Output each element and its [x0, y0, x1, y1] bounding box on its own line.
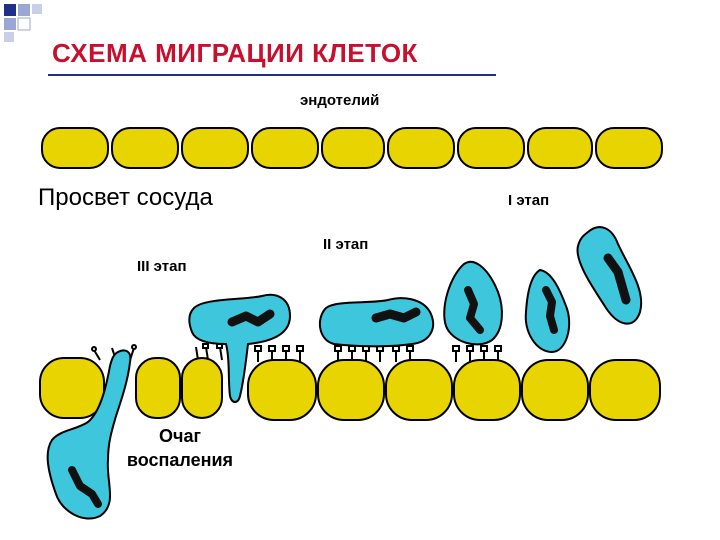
- title-underline: [48, 74, 496, 76]
- nucleus: [68, 466, 102, 508]
- leukocyte-stage1-a: [576, 226, 643, 325]
- endothelial-cell: [457, 127, 525, 169]
- endothelial-cell: [321, 127, 385, 169]
- endothelial-cell: [317, 359, 385, 421]
- endothelial-cell: [135, 357, 181, 419]
- label-stage-3: III этап: [137, 258, 187, 275]
- endothelial-cell: [589, 359, 661, 421]
- endothelial-cell: [453, 359, 521, 421]
- nucleus: [371, 307, 421, 323]
- endothelial-cell: [527, 127, 593, 169]
- nucleus: [542, 286, 558, 334]
- page-title: СХЕМА МИГРАЦИИ КЛЕТОК: [52, 38, 418, 68]
- endothelial-cell: [111, 127, 179, 169]
- endothelial-cell: [387, 127, 455, 169]
- label-stage-1: I этап: [508, 192, 550, 209]
- nucleus: [603, 253, 631, 305]
- label-stage-2: II этап: [323, 236, 369, 253]
- endothelial-cell: [181, 127, 249, 169]
- corner-decoration: [4, 4, 42, 42]
- endothelial-cell: [521, 359, 589, 421]
- endothelial-cell: [181, 357, 223, 419]
- endothelial-cell: [595, 127, 663, 169]
- endothelium-bottom-row: [39, 357, 661, 421]
- label-vessel-lumen: Просвет сосуда: [38, 184, 213, 211]
- label-endothelium: эндотелий: [300, 92, 380, 109]
- nuclei: [68, 253, 631, 508]
- nucleus: [227, 309, 275, 327]
- leukocyte-migrated: [46, 349, 132, 520]
- leukocytes: [46, 226, 643, 520]
- endothelial-cell: [385, 359, 453, 421]
- label-inflammation-focus: Очаг воспаления: [126, 426, 234, 471]
- endothelial-cell: [39, 357, 105, 419]
- endothelial-cell: [251, 127, 319, 169]
- nucleus: [464, 286, 484, 334]
- endothelial-cell: [41, 127, 109, 169]
- endothelial-cell: [247, 359, 317, 421]
- endothelium-top-row: [41, 127, 663, 169]
